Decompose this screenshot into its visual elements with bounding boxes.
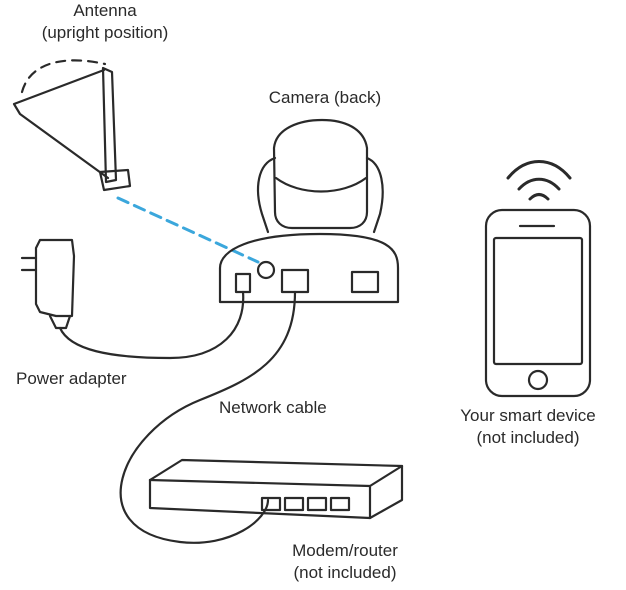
camera-label: Camera (back) [268, 88, 382, 107]
camera-icon [218, 118, 400, 304]
wireless-link [116, 196, 260, 264]
smart-device-label: Your smart device (not included) [430, 405, 626, 449]
router-label-line1: Modem/router [292, 541, 398, 560]
smartphone-icon [484, 208, 592, 398]
router-icon [148, 458, 404, 520]
network-cable-label: Network cable [219, 398, 327, 417]
smart-device-label-line2: (not included) [476, 428, 580, 447]
router-label-line2: (not included) [293, 563, 397, 582]
power-cable [58, 290, 245, 360]
antenna-label-line1: Antenna [73, 1, 137, 20]
power-adapter-label: Power adapter [16, 369, 127, 388]
antenna-icon [12, 59, 132, 192]
antenna-label: Antenna (upright position) [10, 0, 200, 44]
antenna-label-line2: (upright position) [41, 23, 169, 42]
power-adapter-icon [20, 238, 76, 330]
router-label: Modem/router (not included) [250, 540, 440, 584]
wifi-icon [506, 160, 572, 201]
network-cable [119, 290, 297, 544]
smart-device-label-line1: Your smart device [460, 406, 596, 425]
